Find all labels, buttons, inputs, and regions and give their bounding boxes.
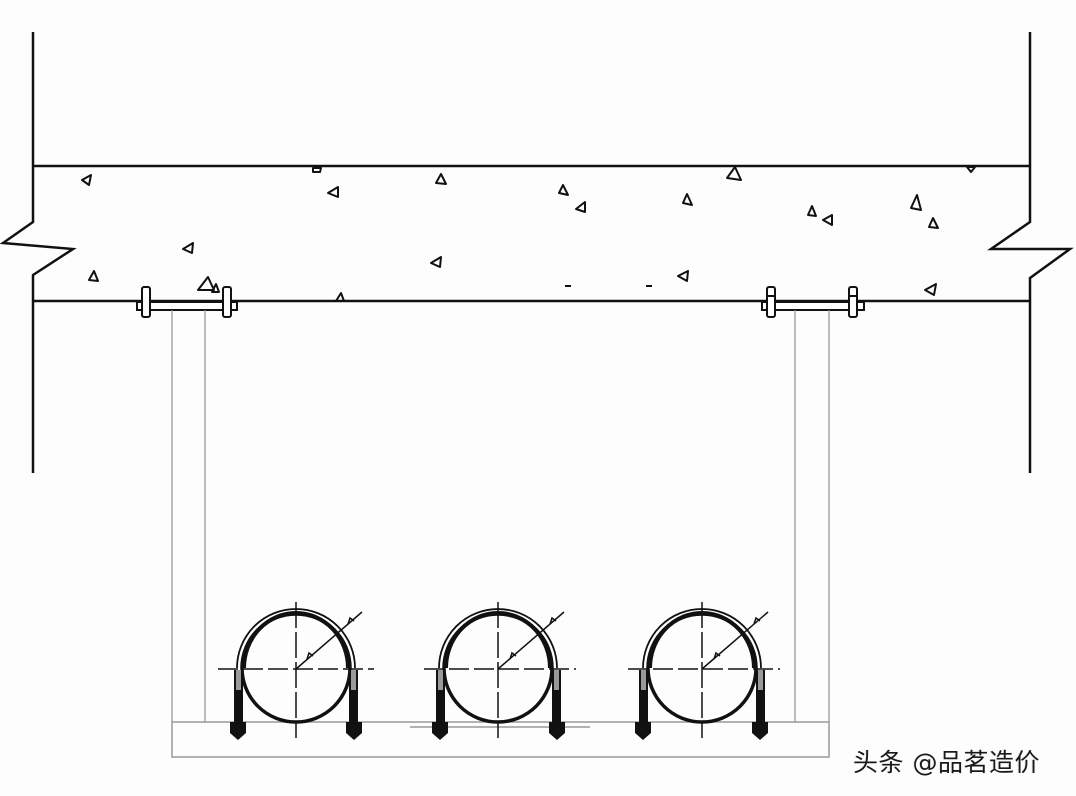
right-wall — [986, 32, 1074, 473]
left-hanger-clamp — [136, 286, 238, 318]
slab-aggregate-marks — [81, 166, 976, 302]
support-crossarm — [171, 721, 830, 758]
pipe-3-with-u-bolt — [628, 602, 780, 740]
concrete-slab — [33, 164, 1030, 303]
right-hanger-clamp — [761, 286, 865, 318]
pipe-1-with-u-bolt — [218, 602, 374, 740]
hanger-rods — [171, 310, 830, 722]
left-wall — [0, 32, 77, 473]
pipe-2-with-u-bolt — [424, 602, 576, 740]
watermark: 头条 @品茗造价 — [853, 748, 1040, 777]
